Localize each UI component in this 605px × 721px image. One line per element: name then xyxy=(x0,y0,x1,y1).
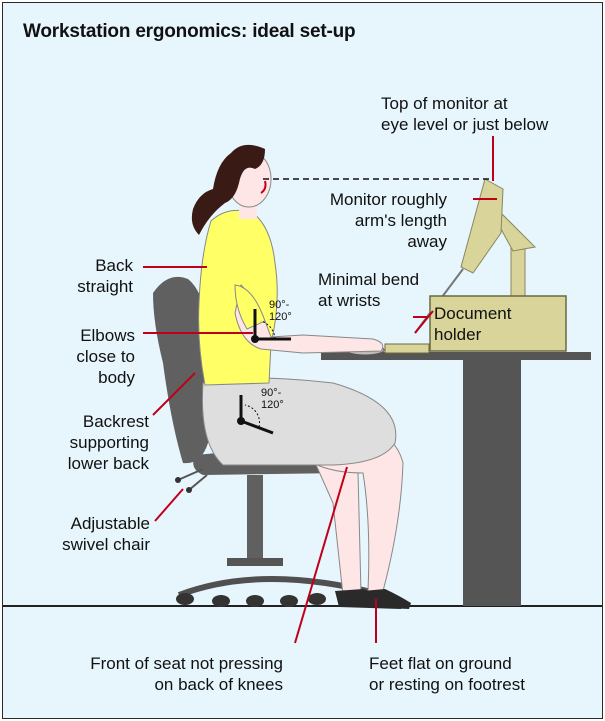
label-feet: Feet flat on ground or resting on footre… xyxy=(369,653,525,695)
label-monitor-distance: Monitor roughly arm's length away xyxy=(330,189,447,252)
label-chair: Adjustable swivel chair xyxy=(62,513,150,555)
hip-angle-label: 90°- 120° xyxy=(261,387,284,411)
label-backrest: Backrest supporting lower back xyxy=(68,411,149,474)
label-seat-front: Front of seat not pressing on back of kn… xyxy=(90,653,283,695)
label-elbows: Elbows close to body xyxy=(76,325,135,388)
keyboard xyxy=(385,344,429,353)
label-wrists: Minimal bend at wrists xyxy=(318,269,419,311)
elbow-angle-label: 90°- 120° xyxy=(269,299,292,323)
label-document-holder: Document holder xyxy=(434,303,511,345)
label-monitor-top: Top of monitor at eye level or just belo… xyxy=(381,93,548,135)
desk xyxy=(321,352,591,606)
label-back-straight: Back straight xyxy=(77,255,133,297)
